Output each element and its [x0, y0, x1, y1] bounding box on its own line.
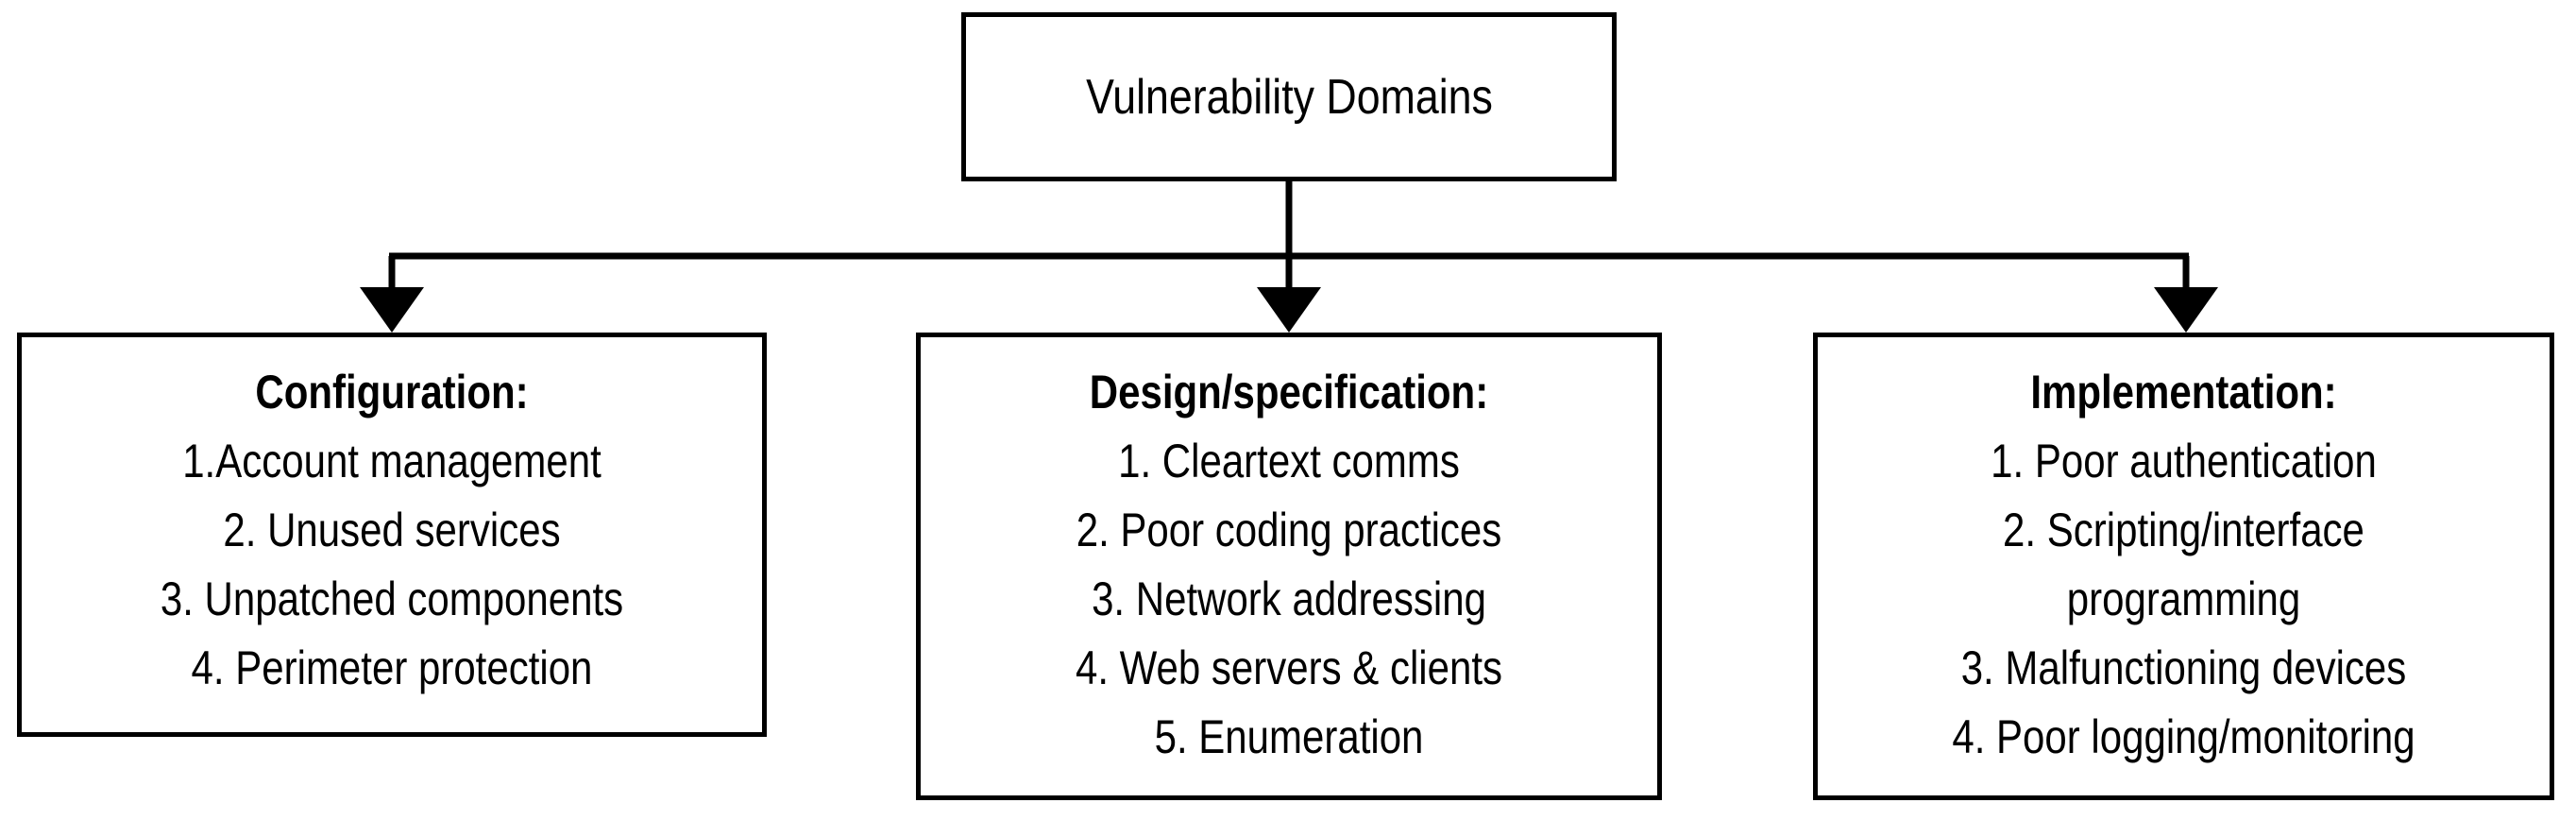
node-implementation: Implementation: 1. Poor authentication 2…: [1813, 333, 2554, 800]
list-item: 4. Web servers & clients: [1075, 641, 1503, 694]
list-item: 1. Poor authentication: [1991, 435, 2377, 487]
arrowhead-to-design: [1257, 287, 1321, 333]
node-vulnerability-domains: Vulnerability Domains: [961, 12, 1617, 181]
list-item: 1.Account management: [182, 435, 602, 487]
arrowhead-to-configuration: [360, 287, 424, 333]
arrowhead-to-implementation: [2154, 287, 2218, 333]
list-item: programming: [2066, 572, 2301, 625]
list-item: 4. Poor logging/monitoring: [1952, 710, 2415, 763]
node-implementation-list: 1. Poor authentication 2. Scripting/inte…: [1818, 427, 2550, 772]
node-design-specification-title: Design/specification:: [1089, 366, 1489, 419]
node-design-specification-list: 1. Cleartext comms 2. Poor coding practi…: [921, 427, 1657, 772]
list-item: 3. Network addressing: [1092, 572, 1486, 625]
node-configuration: Configuration: 1.Account management 2. U…: [17, 333, 767, 737]
list-item: 1. Cleartext comms: [1118, 435, 1460, 487]
node-design-specification: Design/specification: 1. Cleartext comms…: [916, 333, 1662, 800]
list-item: 4. Perimeter protection: [191, 641, 593, 694]
list-item: 2. Unused services: [223, 504, 561, 556]
list-item: 2. Scripting/interface: [2003, 504, 2364, 556]
node-implementation-title: Implementation:: [2030, 366, 2337, 419]
node-configuration-title: Configuration:: [255, 366, 529, 419]
list-item: 3. Malfunctioning devices: [1960, 641, 2407, 694]
node-root-label: Vulnerability Domains: [1085, 69, 1493, 125]
node-configuration-list: 1.Account management 2. Unused services …: [22, 427, 762, 703]
list-item: 5. Enumeration: [1154, 710, 1424, 763]
list-item: 3. Unpatched components: [160, 572, 624, 625]
list-item: 2. Poor coding practices: [1076, 504, 1502, 556]
